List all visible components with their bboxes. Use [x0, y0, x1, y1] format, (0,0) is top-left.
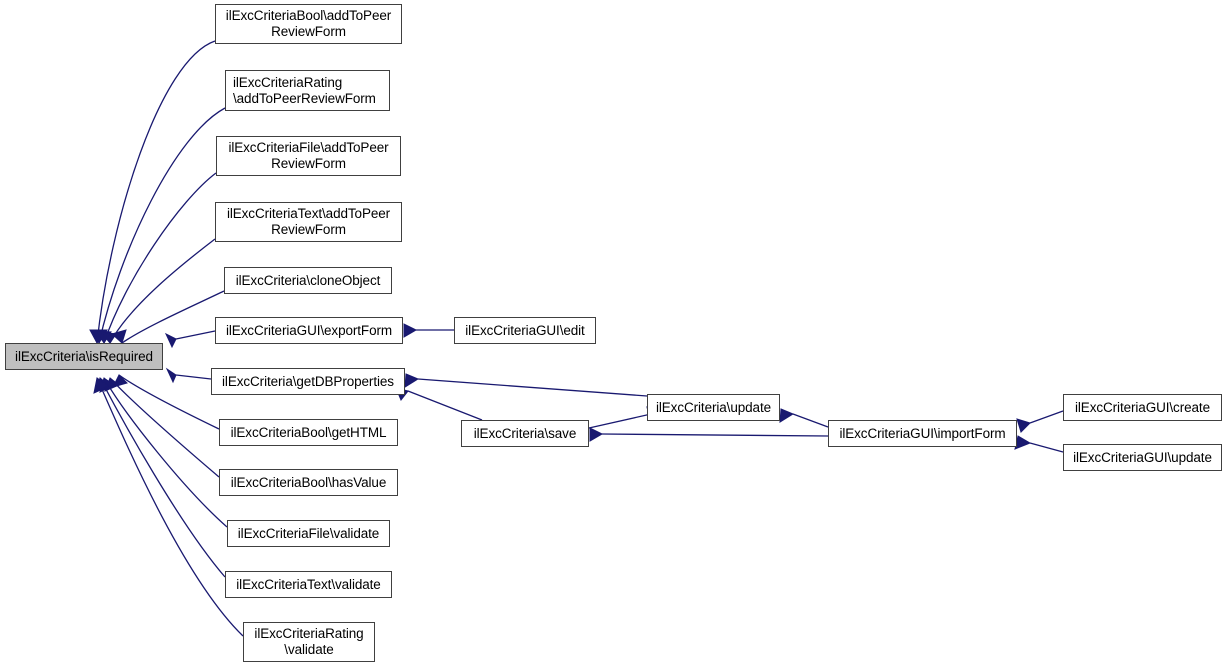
edge-n2-to-n6 — [103, 172, 217, 344]
graph-node[interactable]: ilExcCriteriaBool\hasValue — [219, 469, 398, 496]
graph-node[interactable]: ilExcCriteria\update — [647, 394, 780, 421]
edge-n16-to-n15 — [601, 433, 829, 437]
graph-node[interactable]: ilExcCriteriaGUI\edit — [454, 317, 596, 344]
graph-node[interactable]: ilExcCriteriaText\addToPeer ReviewForm — [215, 202, 402, 242]
graph-node[interactable]: ilExcCriteriaBool\getHTML — [219, 419, 398, 446]
edge-n16-to-n14 — [792, 413, 829, 428]
arrowhead-n16-to-n15 — [589, 427, 604, 442]
edge-n11-to-n6 — [99, 377, 226, 578]
edge-n18-to-n16 — [1029, 442, 1064, 453]
graph-node[interactable]: ilExcCriteriaFile\addToPeer ReviewForm — [216, 136, 401, 176]
graph-node[interactable]: ilExcCriteriaFile\validate — [227, 520, 390, 547]
edge-n10-to-n6 — [103, 377, 228, 528]
edge-n8-to-n6 — [118, 374, 220, 430]
graph-node[interactable]: ilExcCriteriaRating \addToPeerReviewForm — [225, 70, 390, 111]
edge-n5-to-n6 — [175, 330, 216, 340]
arrowhead-n17-to-n16 — [1016, 418, 1031, 433]
edge-n1-to-n6 — [98, 107, 226, 344]
graph-node[interactable]: ilExcCriteria\getDBProperties — [211, 368, 405, 395]
edge-n4-to-n6 — [121, 290, 225, 344]
graph-node-root[interactable]: ilExcCriteria\isRequired — [5, 343, 163, 370]
graph-node[interactable]: ilExcCriteriaBool\addToPeer ReviewForm — [215, 4, 402, 44]
arrowhead-n13-to-n5 — [403, 323, 418, 338]
arrowhead-n7-to-n6 — [165, 367, 177, 384]
graph-node[interactable]: ilExcCriteria\cloneObject — [224, 267, 392, 294]
edge-n12-to-n6 — [96, 377, 244, 637]
graph-node[interactable]: ilExcCriteria\save — [461, 420, 589, 447]
arrowhead-n12-to-n6 — [93, 377, 109, 394]
arrowhead-n16-to-n14 — [779, 408, 795, 423]
edge-n7-to-n6 — [175, 374, 212, 380]
graph-node[interactable]: ilExcCriteriaText\validate — [225, 571, 392, 598]
edge-n9-to-n6 — [109, 377, 220, 478]
edge-n3-to-n6 — [109, 238, 216, 344]
graph-node[interactable]: ilExcCriteriaRating \validate — [243, 622, 375, 662]
arrowhead-n5-to-n6 — [164, 332, 177, 349]
edge-n15-to-n7 — [407, 390, 483, 421]
arrowhead-n18-to-n16 — [1014, 435, 1032, 450]
graph-node[interactable]: ilExcCriteriaGUI\update — [1063, 444, 1222, 471]
graph-node[interactable]: ilExcCriteriaGUI\importForm — [828, 420, 1017, 447]
edge-n14-to-n7 — [417, 378, 648, 397]
graph-node[interactable]: ilExcCriteriaGUI\create — [1063, 394, 1222, 421]
arrowhead-n4-to-n6 — [110, 329, 127, 344]
graph-node[interactable]: ilExcCriteriaGUI\exportForm — [215, 317, 403, 344]
arrowhead-n14-to-n7 — [404, 373, 420, 388]
edge-n0-to-n6 — [96, 40, 216, 344]
edge-n17-to-n16 — [1029, 410, 1064, 424]
